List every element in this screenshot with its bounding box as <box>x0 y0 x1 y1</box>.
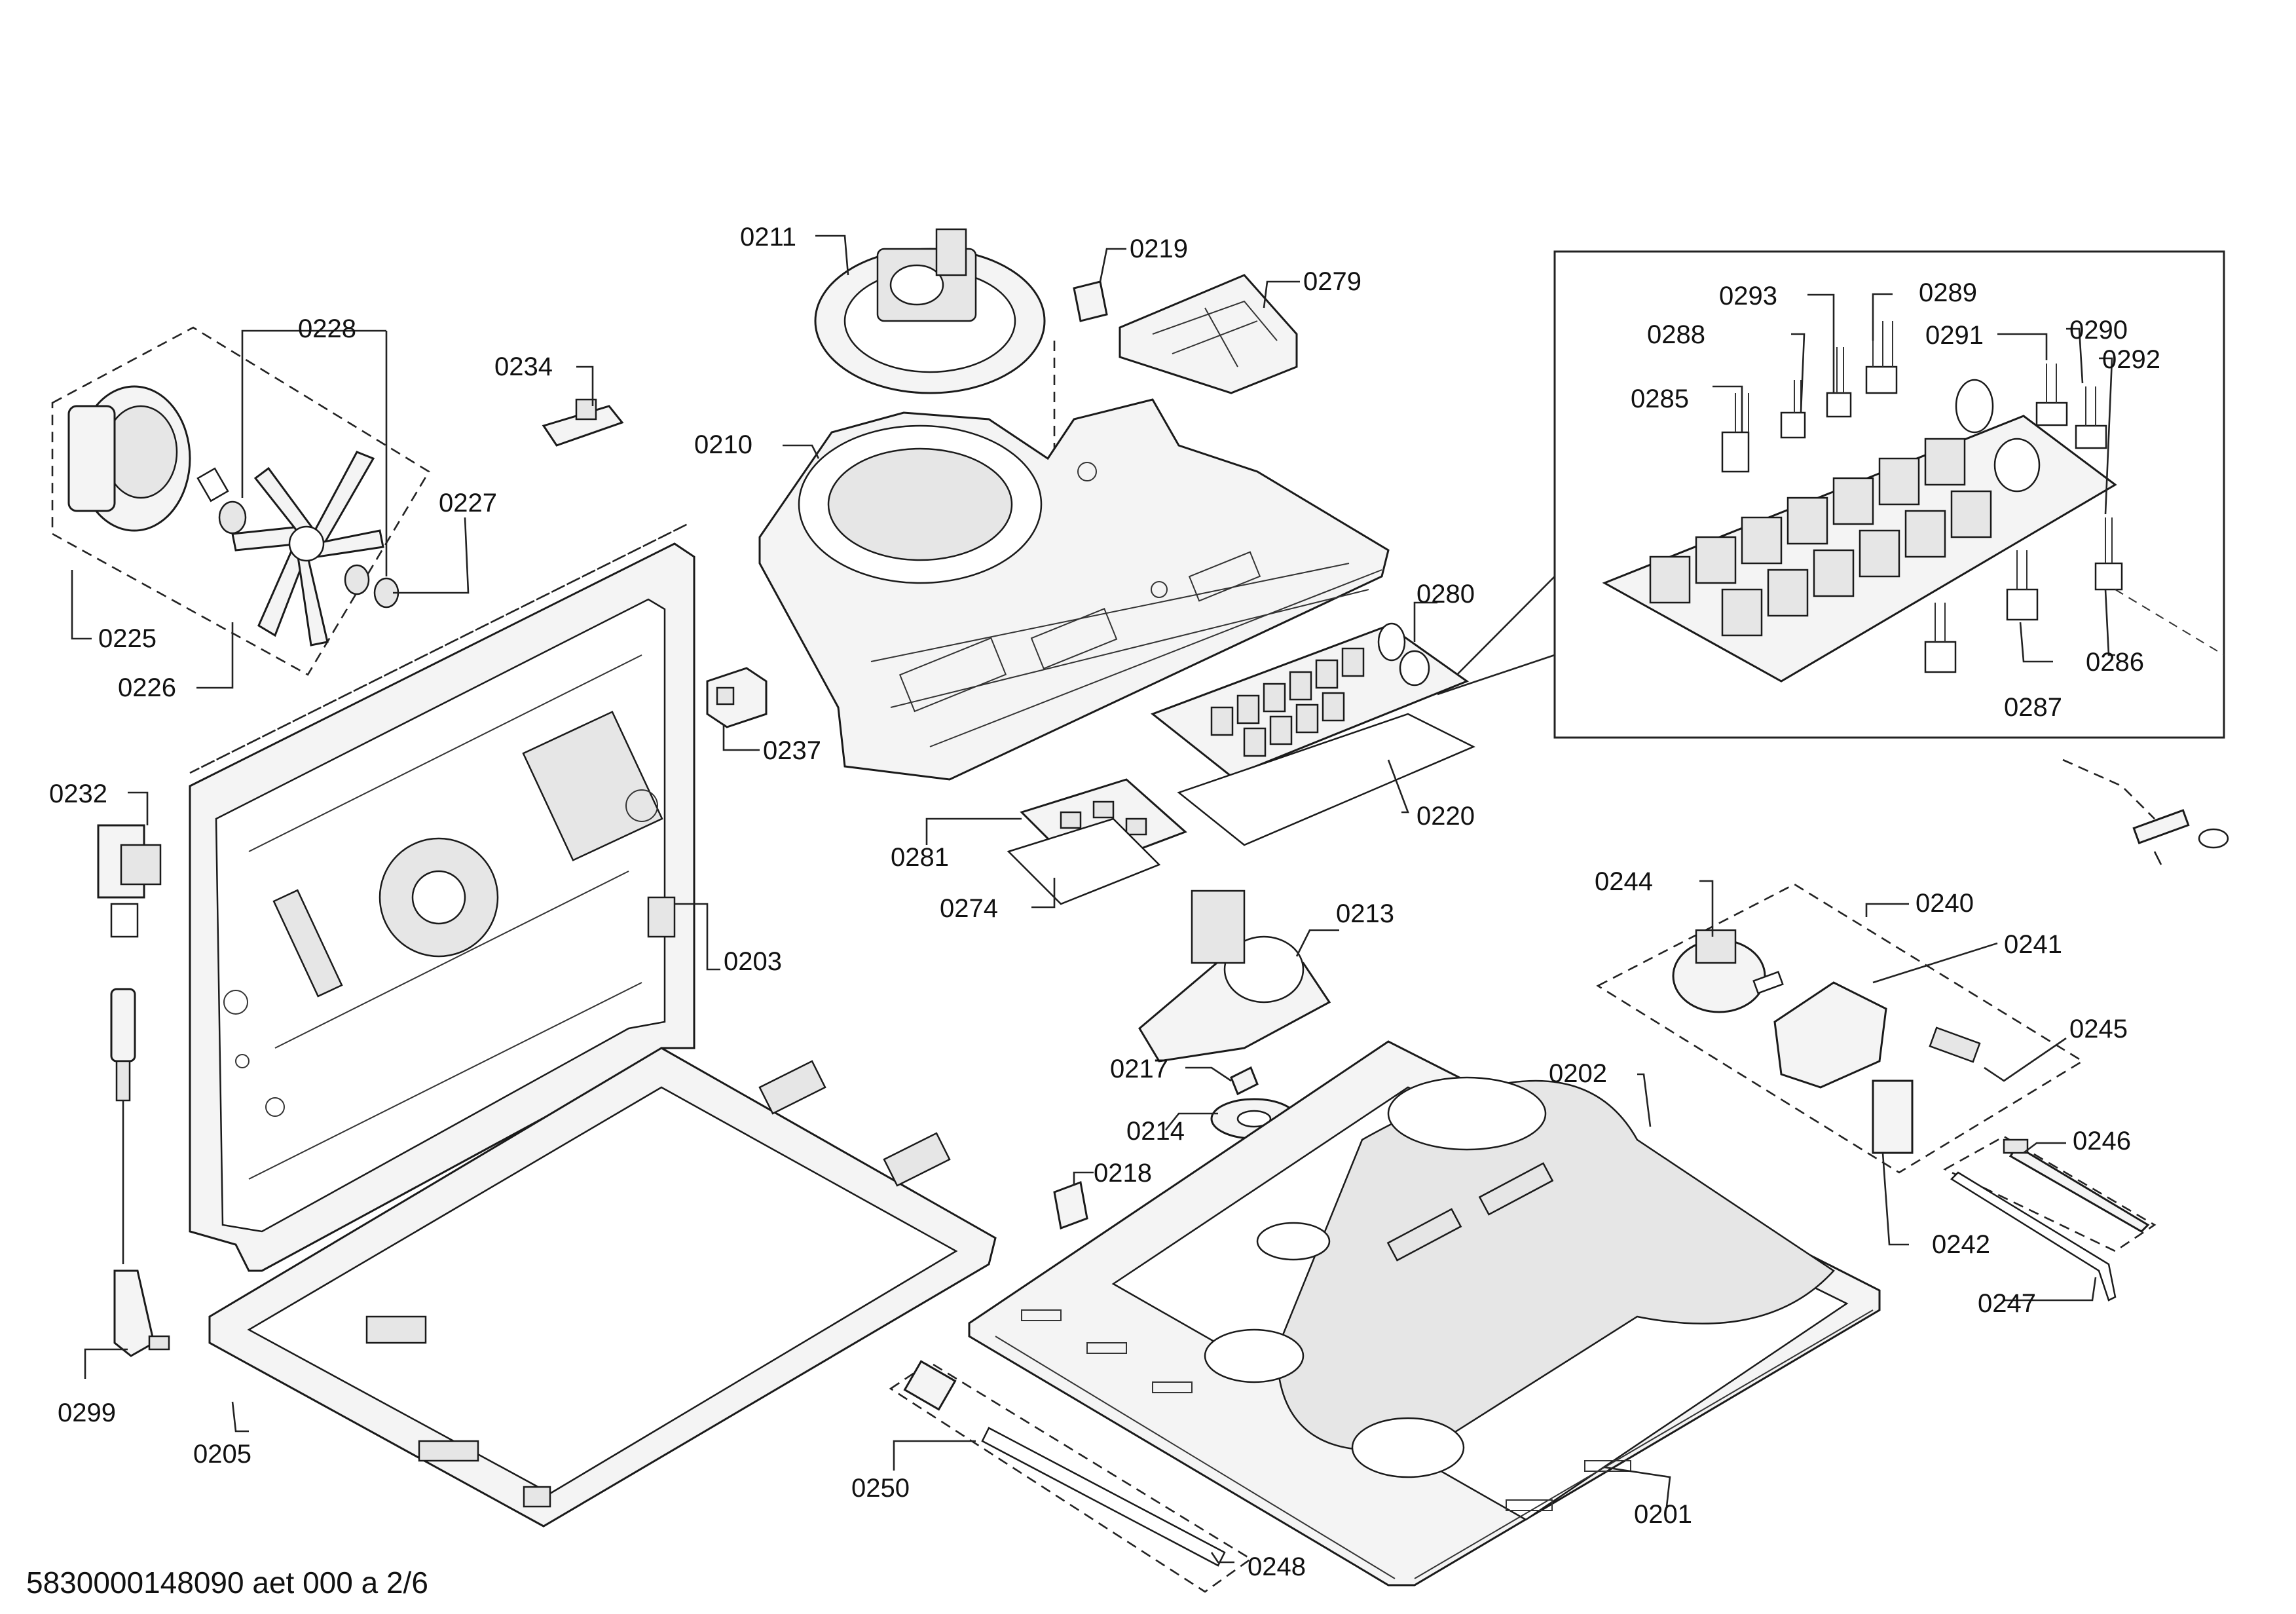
label-0220: 0220 <box>1416 802 1475 831</box>
slide-rail-group <box>889 1360 1253 1593</box>
label-0290: 0290 <box>2069 316 2128 345</box>
label-0293: 0293 <box>1719 282 1777 310</box>
label-0292: 0292 <box>2102 345 2160 374</box>
label-0274: 0274 <box>940 894 998 923</box>
sub-board-assembly <box>925 778 1187 909</box>
label-0203: 0203 <box>724 947 782 976</box>
label-0214: 0214 <box>1126 1117 1185 1146</box>
label-0281: 0281 <box>891 843 949 872</box>
drawing-id: 5830000148090 aet 000 a 2/6 <box>26 1566 428 1600</box>
label-0287: 0287 <box>2004 693 2062 722</box>
label-0201: 0201 <box>1634 1500 1692 1529</box>
label-0285: 0285 <box>1631 385 1689 413</box>
label-0217: 0217 <box>1110 1055 1168 1083</box>
label-0244: 0244 <box>1595 867 1653 896</box>
bottom-plate <box>968 1040 1881 1586</box>
temperature-control-group <box>1596 880 2084 1246</box>
part-labels: 0211 0219 0279 0228 0234 0210 0227 0225 … <box>49 223 2160 1581</box>
label-0240: 0240 <box>1916 889 1974 918</box>
label-0245: 0245 <box>2069 1015 2128 1043</box>
fan-motor-group <box>51 326 470 689</box>
control-board-detail-inset <box>1437 250 2225 739</box>
label-0218: 0218 <box>1094 1159 1152 1188</box>
cooling-fan <box>814 228 1056 465</box>
label-0234: 0234 <box>494 352 553 381</box>
label-0202: 0202 <box>1549 1059 1607 1088</box>
label-0219: 0219 <box>1130 235 1188 263</box>
part-0237 <box>706 667 768 751</box>
label-0241: 0241 <box>2004 930 2062 959</box>
label-0242: 0242 <box>1932 1230 1990 1259</box>
label-0280: 0280 <box>1416 580 1475 609</box>
label-0246: 0246 <box>2073 1127 2131 1155</box>
label-0288: 0288 <box>1647 320 1705 349</box>
label-0205: 0205 <box>193 1440 251 1469</box>
fan-housing <box>758 398 1390 781</box>
label-0225: 0225 <box>98 624 157 653</box>
label-0213: 0213 <box>1336 899 1394 928</box>
label-0248: 0248 <box>1248 1552 1306 1581</box>
back-panel <box>189 523 720 1272</box>
front-frame <box>208 1047 997 1528</box>
part-0219 <box>1073 248 1126 322</box>
label-0279: 0279 <box>1303 267 1361 296</box>
label-0210: 0210 <box>694 430 752 459</box>
label-0232: 0232 <box>49 779 107 808</box>
rod-assembly <box>1943 1135 2157 1302</box>
power-cord <box>84 988 170 1379</box>
label-0299: 0299 <box>58 1398 116 1427</box>
label-0226: 0226 <box>118 673 176 702</box>
label-0211: 0211 <box>740 223 796 252</box>
part-0234 <box>542 366 624 447</box>
label-0247: 0247 <box>1978 1289 2036 1318</box>
label-0227: 0227 <box>439 489 497 517</box>
sensor-probe-outside-inset <box>2062 759 2229 865</box>
control-board-module <box>1150 601 1475 846</box>
label-0291: 0291 <box>1925 321 1984 350</box>
label-0286: 0286 <box>2086 648 2144 677</box>
part-0279 <box>1119 274 1300 394</box>
label-0289: 0289 <box>1919 278 1977 307</box>
label-0237: 0237 <box>763 736 821 765</box>
door-lock <box>97 791 162 938</box>
label-0228: 0228 <box>298 314 356 343</box>
blower-motor <box>1138 890 1339 1062</box>
label-0250: 0250 <box>851 1474 910 1503</box>
